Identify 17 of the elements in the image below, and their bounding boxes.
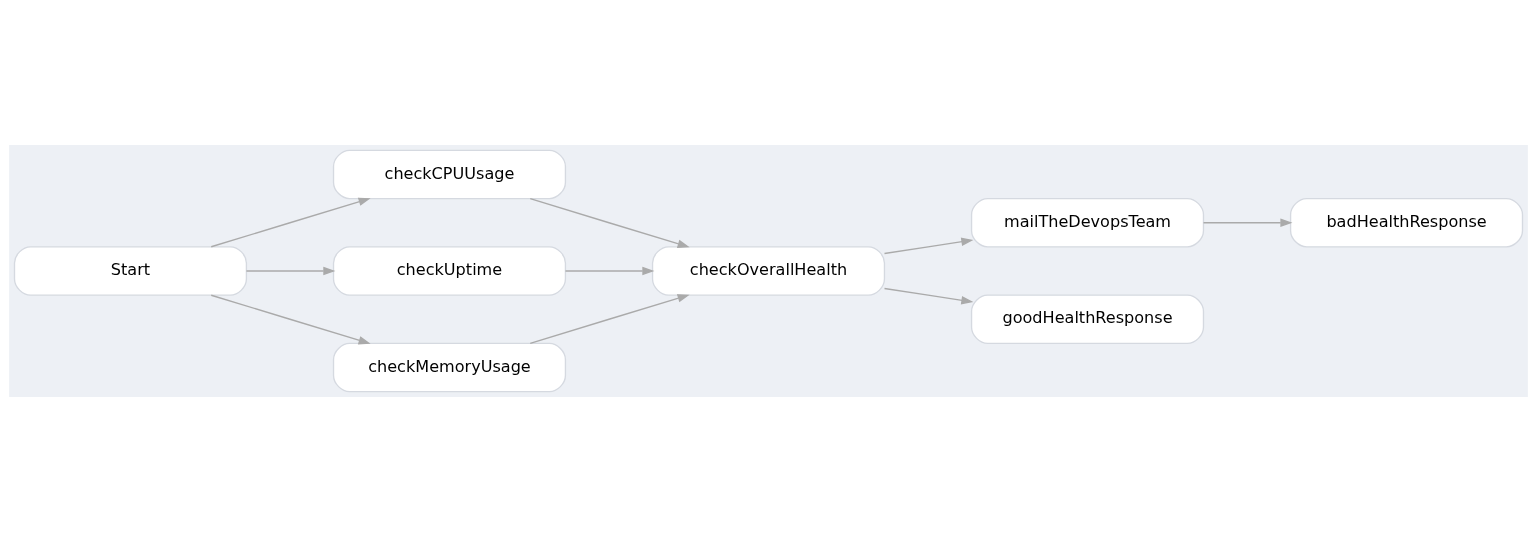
arrow xyxy=(529,293,690,344)
arrow xyxy=(210,197,371,247)
node-box: mailTheDevopsTeam xyxy=(970,197,1205,248)
arrow xyxy=(883,287,974,304)
arrow xyxy=(564,266,655,275)
arrow xyxy=(529,197,690,248)
node-box: checkOverallHealth xyxy=(651,245,886,296)
arrow xyxy=(245,266,336,275)
node-box: checkCPUUsage xyxy=(332,149,567,199)
node-box: badHealthResponse xyxy=(1289,197,1524,248)
arrow xyxy=(1202,218,1293,227)
arrow xyxy=(883,237,974,254)
arrow xyxy=(210,294,371,344)
node-box: checkUptime xyxy=(332,245,567,296)
node-box: Start xyxy=(13,245,248,296)
node-box: goodHealthResponse xyxy=(970,293,1205,344)
node-box: checkMemoryUsage xyxy=(332,342,567,392)
